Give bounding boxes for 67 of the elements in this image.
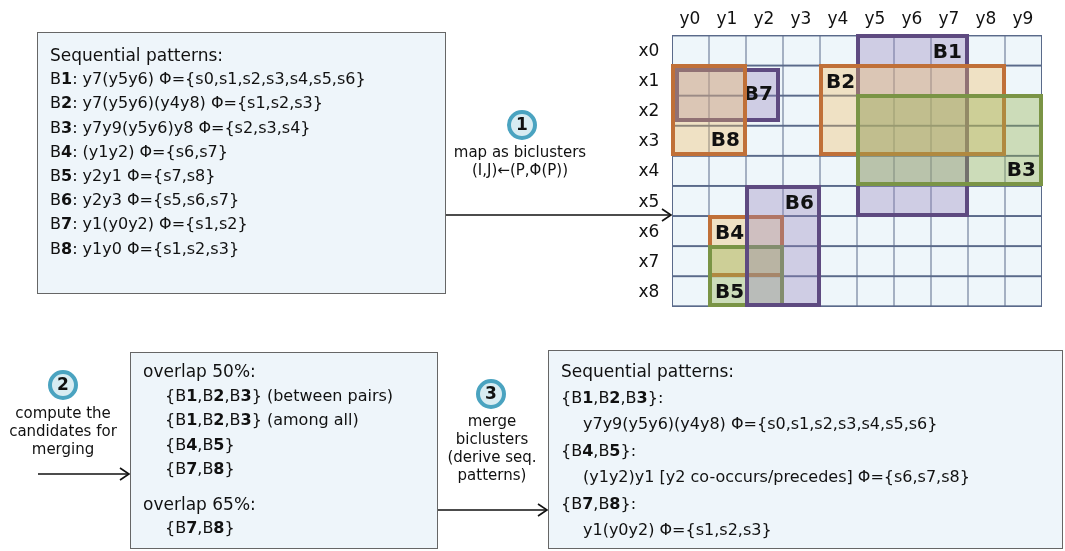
row-header: x6 xyxy=(637,220,661,241)
step-number: 2 xyxy=(48,370,78,400)
bicluster-label: B6 xyxy=(784,190,814,213)
pattern-line: B7: y1(y0y2) Φ={s1,s2} xyxy=(50,214,248,235)
group-heading: overlap 65%: xyxy=(143,493,256,514)
pattern-line: y7y9(y5y6)(y4y8) Φ={s0,s1,s2,s3,s4,s5,s6} xyxy=(583,414,938,434)
row-header: x3 xyxy=(637,130,661,151)
pattern-line: B2: y7(y5y6)(y4y8) Φ={s1,s2,s3} xyxy=(50,93,323,114)
bicluster-label: B3 xyxy=(1006,158,1036,181)
column-header: y5 xyxy=(863,8,887,28)
group-heading: {B4,B5}: xyxy=(561,440,637,461)
pattern-line: B3: y7y9(y5y6)y8 Φ={s2,s3,s4} xyxy=(50,117,311,138)
column-header: y2 xyxy=(752,8,776,28)
bicluster-label: B8 xyxy=(710,128,740,151)
arrow xyxy=(437,503,548,517)
pattern-line: (y1y2)y1 [y2 co-occurs/precedes] Φ={s6,s7,s8} xyxy=(583,467,970,487)
row-header: x4 xyxy=(637,160,661,181)
row-header: x2 xyxy=(637,100,661,121)
arrow xyxy=(37,467,130,481)
bicluster-label: B4 xyxy=(715,220,745,243)
pattern-line: B4: (y1y2) Φ={s6,s7} xyxy=(50,141,228,162)
column-header: y4 xyxy=(826,8,850,28)
pattern-line: {B1,B2,B3} (among all) xyxy=(165,410,359,430)
step-description: merge biclusters (derive seq. patterns) xyxy=(446,412,538,484)
pattern-line: B8: y1y0 Φ={s1,s2,s3} xyxy=(50,238,240,259)
row-header: x8 xyxy=(637,280,661,301)
bicluster-rectangle xyxy=(745,184,821,307)
row-header: x7 xyxy=(637,250,661,271)
arrow xyxy=(445,208,672,222)
pattern-line: y1(y0y2) Φ={s1,s2,s3} xyxy=(583,520,772,540)
pattern-line: {B4,B5} xyxy=(165,434,235,455)
column-header: y6 xyxy=(900,8,924,28)
row-header: x0 xyxy=(637,40,661,60)
bicluster-rectangle xyxy=(671,64,747,157)
pattern-line: {B7,B8} xyxy=(165,459,235,479)
column-header: y7 xyxy=(937,8,961,28)
candidates-panel xyxy=(130,352,438,549)
pattern-line: {B1,B2,B3} (between pairs) xyxy=(165,385,394,406)
merged-pattern-panel xyxy=(548,350,1063,549)
row-header: x1 xyxy=(637,70,661,91)
column-header: y0 xyxy=(678,8,702,28)
step-number: 3 xyxy=(476,379,506,409)
group-heading: {B1,B2,B3}: xyxy=(561,387,664,408)
column-header: y3 xyxy=(789,8,813,28)
bicluster-rectangle xyxy=(856,34,969,217)
bicluster-label: B2 xyxy=(826,70,856,93)
column-header: y9 xyxy=(1011,8,1035,28)
row-header: x5 xyxy=(637,190,661,211)
column-header: y8 xyxy=(974,8,998,28)
pattern-line: B5: y2y1 Φ={s7,s8} xyxy=(50,166,216,186)
step-number: 1 xyxy=(507,110,537,140)
panel-heading: Sequential patterns: xyxy=(50,45,224,65)
matrix-grid xyxy=(672,35,1042,307)
pattern-line: {B7,B8} xyxy=(165,518,235,538)
column-header: y1 xyxy=(715,8,739,28)
panel-heading: Sequential patterns: xyxy=(561,361,735,381)
bicluster-label: B5 xyxy=(715,279,745,302)
bicluster-rectangle xyxy=(819,64,1006,157)
panel-heading: overlap 50%: xyxy=(143,361,256,381)
bicluster-label: B1 xyxy=(932,40,962,62)
pattern-panel xyxy=(37,32,446,294)
pattern-line: B6: y2y3 Φ={s5,s6,s7} xyxy=(50,190,240,211)
bicluster-rectangle xyxy=(856,94,1043,187)
step-description: map as biclusters (I,J)←(P,Φ(P)) xyxy=(452,143,588,179)
group-heading: {B7,B8}: xyxy=(561,493,637,514)
pattern-line: B1: y7(y5y6) Φ={s0,s1,s2,s3,s4,s5,s6} xyxy=(50,69,366,90)
step-description: compute the candidates for merging xyxy=(8,404,118,458)
